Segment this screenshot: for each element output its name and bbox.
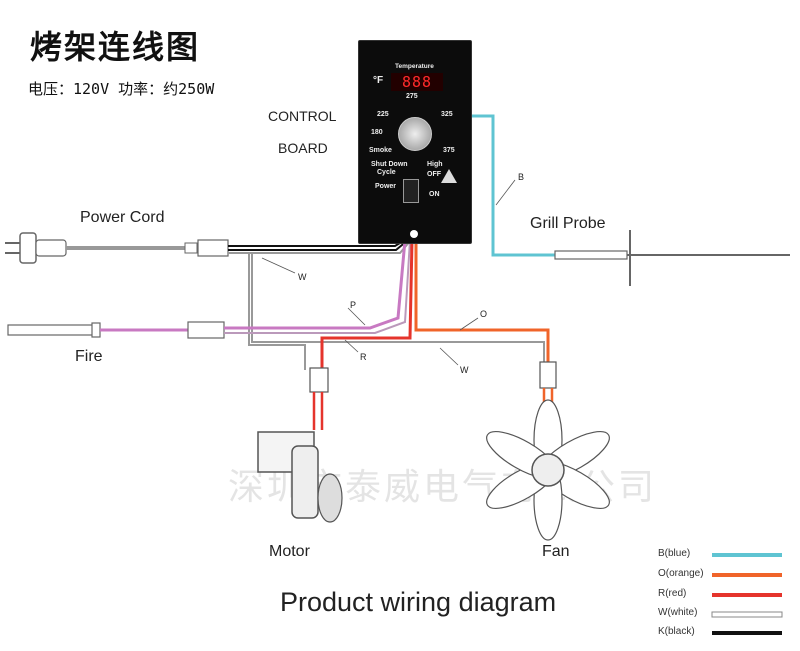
- legend-orange: O(orange): [658, 568, 704, 579]
- unit-label: °F: [373, 75, 384, 86]
- grill-probe-label: Grill Probe: [530, 215, 606, 232]
- power-switch[interactable]: [403, 179, 419, 203]
- igniter-collar: [91, 322, 101, 338]
- b-tag-line: [495, 179, 516, 206]
- igniter-rod: [7, 324, 97, 336]
- plug-body: [19, 232, 37, 264]
- probe-handle: [554, 250, 628, 260]
- wire-tag-w1: W: [298, 272, 307, 282]
- motor-connector: [309, 367, 329, 393]
- power-cord-label: Power Cord: [80, 209, 165, 226]
- blue-wire: [470, 114, 555, 257]
- warning-icon: [441, 169, 457, 183]
- temperature-label: Temperature: [395, 63, 434, 70]
- fire-label: Fire: [75, 348, 103, 365]
- wire-tag-o: O: [480, 309, 488, 319]
- legend-red: R(red): [658, 588, 687, 599]
- power-connector: [197, 239, 229, 257]
- on-label: ON: [429, 191, 440, 198]
- dial-mark-smoke: Smoke: [369, 147, 392, 154]
- w2-tag-line: [439, 347, 459, 366]
- cord-sleeve: [184, 242, 198, 254]
- spec-line: 电压：120V 功率：约250W: [28, 80, 215, 98]
- legend-line-white: [711, 611, 783, 618]
- wire-tag-w2: W: [460, 365, 469, 375]
- motor-label: Motor: [269, 543, 310, 560]
- legend-line-red: [712, 593, 782, 597]
- off-label: OFF: [427, 171, 441, 178]
- motor-body: [291, 445, 319, 519]
- motor-shaft: [317, 473, 343, 523]
- power-cord: [5, 232, 229, 264]
- white-wire-motor: [248, 253, 306, 370]
- w1-tag-line: [261, 257, 296, 274]
- r-tag-line: [344, 339, 359, 353]
- wire-tag-p: P: [350, 300, 357, 310]
- high-label: High: [427, 161, 443, 168]
- chinese-title: 烤架连线图: [30, 28, 201, 66]
- control-board-label-2: BOARD: [278, 140, 328, 156]
- legend-line-orange: [712, 573, 782, 577]
- temperature-display: 888: [391, 73, 443, 91]
- dial-mark-275: 275: [406, 93, 418, 100]
- o-tag-line: [459, 317, 479, 331]
- dial-mark-325: 325: [441, 111, 453, 118]
- plug-grip: [35, 239, 67, 257]
- control-board-label-1: CONTROL: [268, 108, 337, 124]
- legend-black: K(black): [658, 626, 695, 637]
- temperature-dial[interactable]: [398, 117, 432, 151]
- grill-probe: [554, 230, 790, 286]
- motor-assembly: [257, 367, 343, 523]
- dial-mark-375: 375: [443, 147, 455, 154]
- orange-wire: [414, 240, 550, 362]
- fan-label: Fan: [542, 543, 570, 560]
- igniter: [7, 321, 225, 339]
- dial-mark-225: 225: [377, 111, 389, 118]
- p-tag-line: [347, 307, 366, 326]
- red-wire: [320, 239, 414, 368]
- control-board: Temperature °F 888 275 225 325 180 Smoke…: [358, 40, 472, 244]
- wire-tag-b: B: [518, 172, 525, 182]
- fan-blades: [486, 399, 610, 541]
- shutdown-label-2: Cycle: [377, 169, 396, 176]
- legend-white: W(white): [658, 607, 698, 618]
- dial-mark-180: 180: [371, 129, 383, 136]
- power-label: Power: [375, 183, 397, 190]
- legend-blue: B(blue): [658, 548, 691, 559]
- purple-wire-2: [224, 239, 411, 334]
- legend-line-black: [712, 631, 782, 635]
- igniter-connector: [187, 321, 225, 339]
- white-wire-fan: [251, 253, 545, 362]
- legend-line-blue: [712, 553, 782, 557]
- purple-wire: [224, 239, 407, 330]
- shutdown-label: Shut Down: [371, 161, 408, 168]
- fan-connector: [539, 361, 557, 389]
- fan-assembly: [486, 361, 610, 541]
- mount-hole-icon: [410, 230, 418, 238]
- motor-leads: [312, 392, 324, 430]
- white-wire-power: [228, 239, 412, 254]
- diagram-caption: Product wiring diagram: [280, 587, 557, 617]
- wire-tag-r: R: [360, 352, 367, 362]
